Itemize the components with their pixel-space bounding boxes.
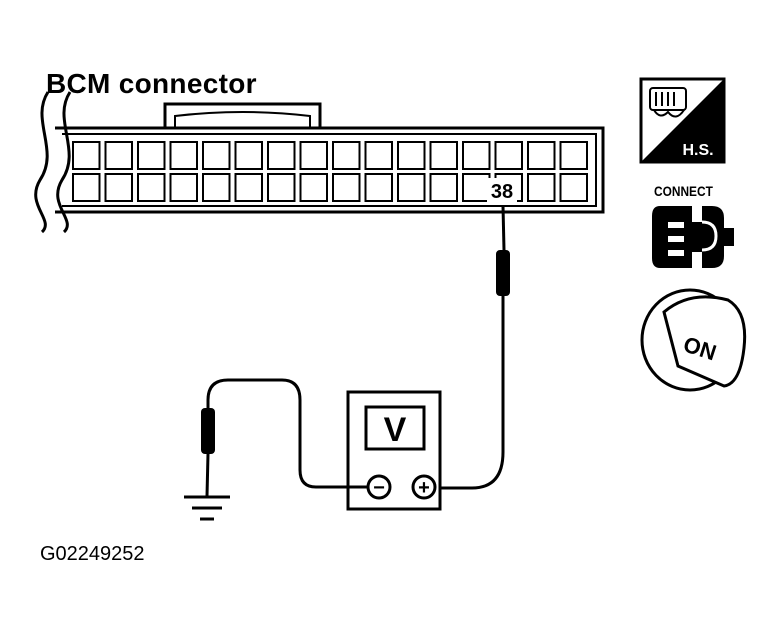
bcm-connector (55, 102, 605, 214)
negative-lead (201, 378, 368, 497)
connector-pin-cell (137, 141, 166, 170)
connector-pin-cell (234, 173, 263, 202)
connector-pin-cell (299, 173, 328, 202)
connector-pin-cell (364, 173, 393, 202)
harness-side-icon: H.S. (639, 77, 726, 164)
positive-terminal-label: + (418, 477, 430, 499)
connector-pin-cell (234, 141, 263, 170)
voltmeter: V − + (346, 390, 442, 511)
connector-pin-cell (137, 173, 166, 202)
connector-pin-cell (527, 173, 556, 202)
connector-pin-cell (104, 173, 133, 202)
connector-pin-cell (202, 141, 231, 170)
connector-pin-cell (104, 141, 133, 170)
connector-pin-cell (462, 173, 491, 202)
ground-symbol (184, 495, 230, 521)
pin-38-cell (487, 178, 517, 202)
connector-pin-cell (267, 141, 296, 170)
connector-pin-cell (332, 173, 361, 202)
connector-pin-cell (527, 141, 556, 170)
connector-pin-cell (267, 173, 296, 202)
negative-terminal-label: − (373, 477, 385, 499)
connector-pin-cell (299, 141, 328, 170)
connector-pin-cell (72, 141, 101, 170)
connector-pin-cell (332, 141, 361, 170)
pin-38-label: 38 (491, 181, 513, 203)
connector-pin-cell (462, 141, 491, 170)
break-lines (34, 91, 72, 234)
connector-pin-cell (72, 173, 101, 202)
connector-pin-cell (559, 173, 588, 202)
positive-probe (440, 205, 510, 490)
connector-pin-cell (169, 173, 198, 202)
connector-title: BCM connector (46, 68, 257, 99)
connect-label: CONNECT (654, 183, 713, 199)
ignition-on-icon: ON (640, 288, 747, 392)
connect-icon (652, 206, 734, 268)
hs-label: H.S. (682, 142, 713, 159)
connector-cartoon-icon (649, 87, 687, 118)
connector-pin-cell (429, 173, 458, 202)
connector-pin-cell (169, 141, 198, 170)
connector-pin-cell (429, 141, 458, 170)
meter-display: V (384, 411, 407, 449)
figure-id: G02249252 (40, 543, 145, 565)
connector-pin-cell (559, 141, 588, 170)
connector-pin-cell (494, 141, 523, 170)
positive-terminal (411, 474, 437, 500)
connector-pin-cell (397, 173, 426, 202)
connector-pin-cell (397, 141, 426, 170)
connector-pin-cell (202, 173, 231, 202)
connector-pin-cell (364, 141, 393, 170)
